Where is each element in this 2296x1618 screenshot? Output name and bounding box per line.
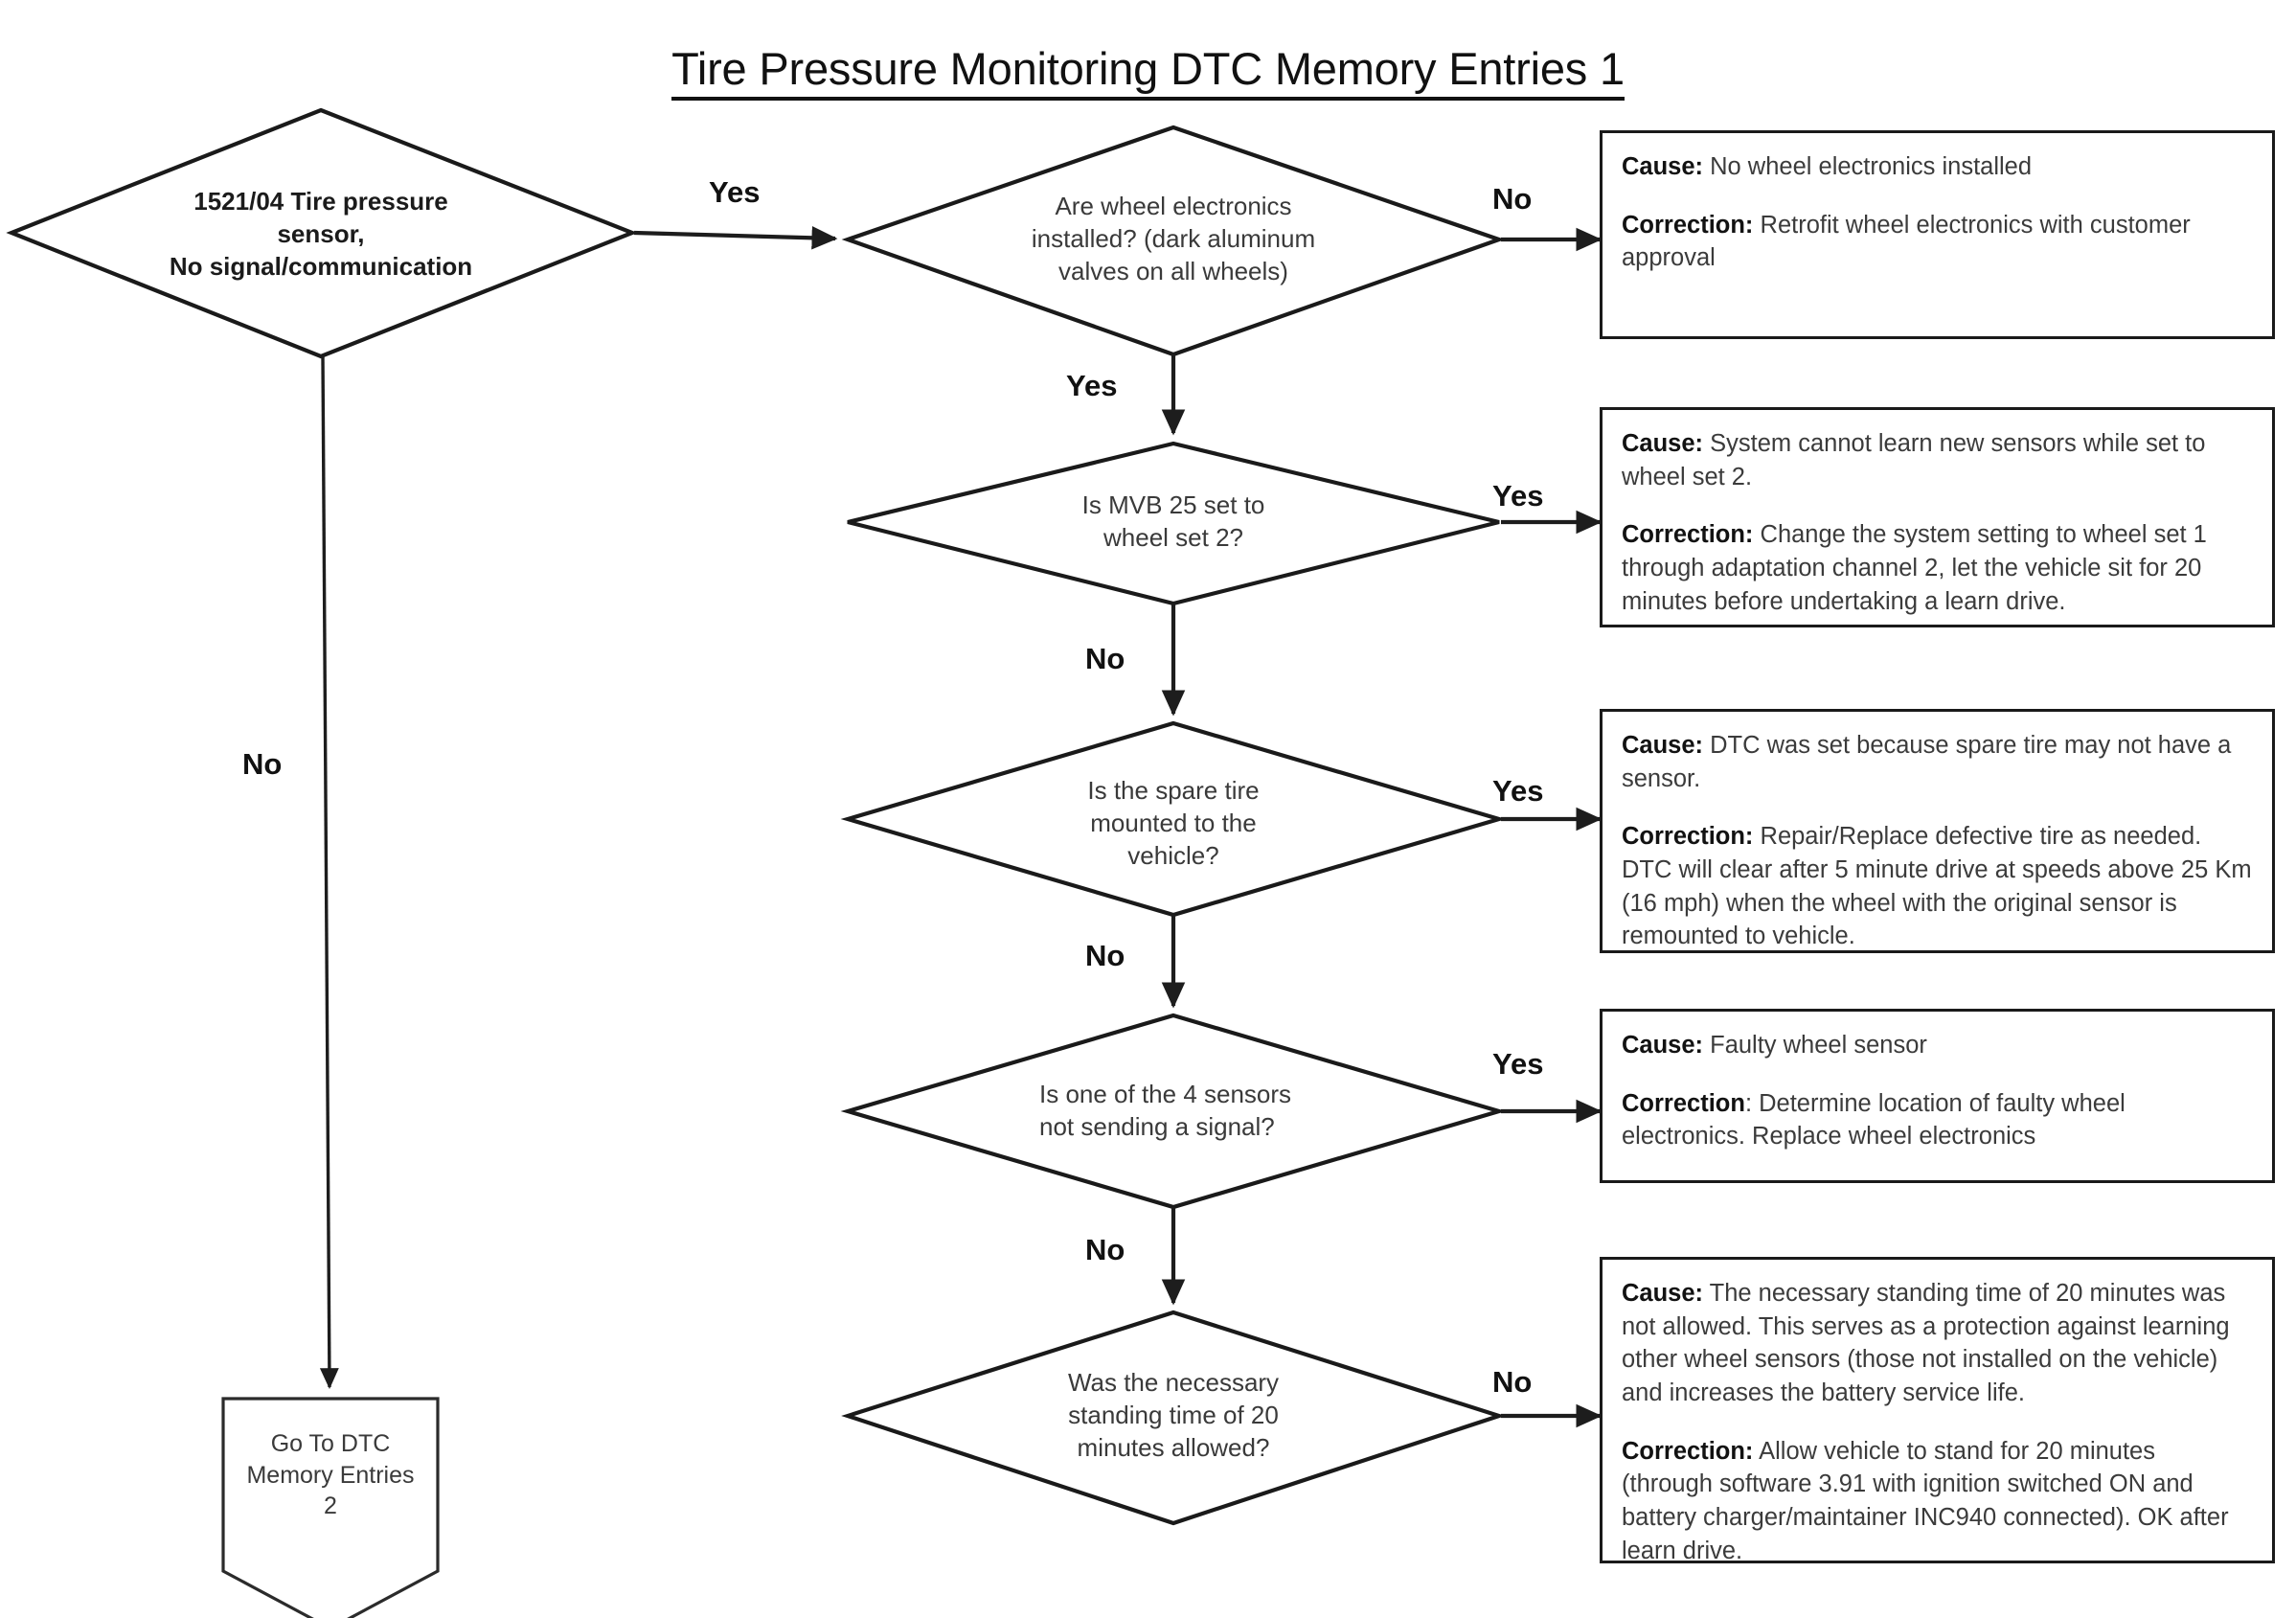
result-box-3-cause-label: Cause: <box>1622 732 1704 759</box>
edge-label-d3-no: No <box>1085 939 1125 972</box>
result-box-2-cause-label: Cause: <box>1622 430 1704 457</box>
result-box-1-spacer <box>1622 184 2253 209</box>
terminator-goto-line3: 2 <box>324 1493 337 1520</box>
result-box-2: Cause: System cannot learn new sensors w… <box>1600 407 2275 627</box>
result-box-3-correction-text: Repair/Replace defective tire as needed.… <box>1622 823 2252 950</box>
result-box-1-correction-label: Correction: <box>1622 211 1754 239</box>
diamond-wheel-electronics-line3: valves on all wheels) <box>1058 256 1288 285</box>
result-box-4-correction: Correction: Determine location of faulty… <box>1622 1087 2253 1153</box>
diamond-mvb25-label: Is MVB 25 set to wheel set 2? <box>967 469 1379 575</box>
terminator-goto-line2: Memory Entries <box>246 1461 415 1489</box>
result-box-4-correction-text: : Determine location of faulty wheel ele… <box>1622 1089 2126 1151</box>
result-box-5-cause-text: The necessary standing time of 20 minute… <box>1622 1280 2230 1407</box>
result-box-5: Cause: The necessary standing time of 20… <box>1600 1257 2275 1564</box>
diamond-start-line2: sensor, <box>277 219 365 249</box>
page-title: Tire Pressure Monitoring DTC Memory Entr… <box>0 42 2296 101</box>
diamond-wheel-electronics-line1: Are wheel electronics <box>1055 192 1292 221</box>
diamond-standing-time-label: Was the necessary standing time of 20 mi… <box>967 1349 1379 1483</box>
terminator-goto-label[interactable]: Go To DTC Memory Entries 2 <box>223 1418 438 1533</box>
diamond-start-line3: No signal/communication <box>169 251 473 281</box>
result-box-2-spacer <box>1622 493 2253 518</box>
result-box-5-cause-label: Cause: <box>1622 1280 1704 1307</box>
result-box-4-correction-label: Correction <box>1622 1089 1745 1117</box>
result-box-1-cause: Cause: No wheel electronics installed <box>1622 150 2253 184</box>
result-box-3: Cause: DTC was set because spare tire ma… <box>1600 709 2275 953</box>
diamond-spare-tire-line2: mounted to the <box>1090 809 1257 838</box>
connector-start-to-goto <box>319 355 339 1389</box>
edge-label-d5-no: No <box>1492 1365 1533 1399</box>
diamond-spare-tire-label: Is the spare tire mounted to the vehicle… <box>967 757 1379 891</box>
result-box-1-cause-text: No wheel electronics installed <box>1703 153 2033 180</box>
edge-label-start-no: No <box>242 747 283 781</box>
result-box-5-cause: Cause: The necessary standing time of 20… <box>1622 1277 2253 1410</box>
diamond-wheel-electronics-label: Are wheel electronics installed? (dark a… <box>958 168 1389 311</box>
diamond-mvb25-line1: Is MVB 25 set to <box>1081 490 1265 520</box>
result-box-3-correction-label: Correction: <box>1622 823 1754 851</box>
result-box-4: Cause: Faulty wheel sensor Correction: D… <box>1600 1009 2275 1183</box>
diamond-standing-time-line1: Was the necessary <box>1067 1368 1280 1398</box>
connector-start-to-d1 <box>633 226 838 250</box>
result-box-3-spacer <box>1622 795 2253 820</box>
result-box-2-cause: Cause: System cannot learn new sensors w… <box>1622 427 2253 493</box>
result-box-2-correction-label: Correction: <box>1622 521 1754 549</box>
diamond-standing-time-line3: minutes allowed? <box>1077 1432 1270 1462</box>
result-box-5-correction-text: Allow vehicle to stand for 20 minutes (t… <box>1622 1437 2229 1564</box>
result-box-4-spacer <box>1622 1062 2253 1087</box>
diamond-sensor-signal-line1: Is one of the 4 sensors <box>1039 1080 1292 1109</box>
result-box-4-cause-label: Cause: <box>1622 1032 1704 1059</box>
diamond-start-label: 1521/04 Tire pressure sensor, No signal/… <box>105 172 536 297</box>
terminator-goto-line1: Go To DTC <box>270 1430 391 1458</box>
result-box-2-correction: Correction: Change the system setting to… <box>1622 518 2253 618</box>
page-title-text: Tire Pressure Monitoring DTC Memory Entr… <box>671 43 1625 101</box>
result-box-3-correction: Correction: Repair/Replace defective tir… <box>1622 820 2253 953</box>
result-box-4-cause: Cause: Faulty wheel sensor <box>1622 1029 2253 1062</box>
result-box-5-correction: Correction: Allow vehicle to stand for 2… <box>1622 1435 2253 1568</box>
diamond-sensor-signal-line2: not sending a signal? <box>1039 1112 1275 1141</box>
result-box-5-spacer <box>1622 1410 2253 1435</box>
diamond-spare-tire-line1: Is the spare tire <box>1087 776 1260 806</box>
result-box-1-cause-label: Cause: <box>1622 153 1704 180</box>
diamond-mvb25-line2: wheel set 2? <box>1103 523 1243 552</box>
edge-label-d1-no: No <box>1492 182 1533 216</box>
edge-label-d4-yes: Yes <box>1492 1047 1544 1081</box>
result-box-1-correction: Correction: Retrofit wheel electronics w… <box>1622 209 2253 275</box>
result-box-3-cause: Cause: DTC was set because spare tire ma… <box>1622 729 2253 795</box>
edge-label-d2-yes: Yes <box>1492 479 1544 513</box>
edge-label-d1-yes: Yes <box>1066 369 1118 402</box>
result-box-1-correction-text: Retrofit wheel electronics with customer… <box>1622 211 2191 272</box>
edge-label-d3-yes: Yes <box>1492 774 1544 808</box>
result-box-3-cause-text: DTC was set because spare tire may not h… <box>1622 732 2232 792</box>
diamond-spare-tire-line3: vehicle? <box>1127 840 1219 870</box>
diamond-sensor-signal-label: Is one of the 4 sensors not sending a si… <box>1039 1059 1451 1164</box>
diamond-wheel-electronics-line2: installed? (dark aluminum <box>1031 224 1316 254</box>
edge-label-d2-no: No <box>1085 642 1125 675</box>
edge-label-start-yes: Yes <box>709 175 761 209</box>
diamond-start-line1: 1521/04 Tire pressure <box>193 187 448 216</box>
result-box-2-cause-text: System cannot learn new sensors while se… <box>1622 430 2206 490</box>
edge-label-d4-no: No <box>1085 1233 1125 1266</box>
result-box-1: Cause: No wheel electronics installed Co… <box>1600 130 2275 339</box>
result-box-2-correction-text: Change the system setting to wheel set 1… <box>1622 521 2207 615</box>
diamond-standing-time-line2: standing time of 20 <box>1068 1401 1279 1430</box>
result-box-4-cause-text: Faulty wheel sensor <box>1703 1032 1927 1059</box>
result-box-5-correction-label: Correction: <box>1622 1437 1754 1465</box>
